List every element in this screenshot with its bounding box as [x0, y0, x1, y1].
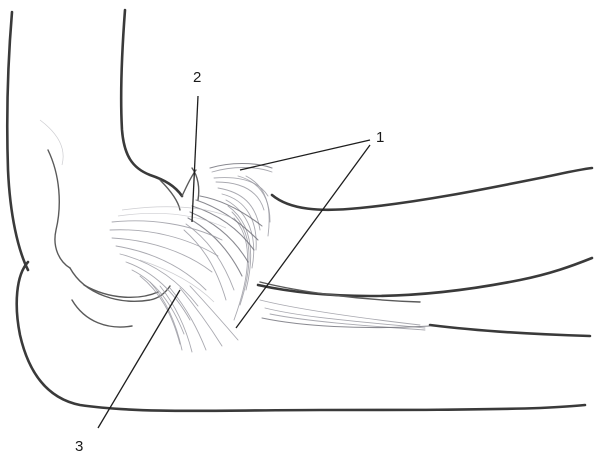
label-3: 3 — [75, 438, 83, 455]
label-1: 1 — [376, 129, 384, 146]
epicondyle-contour — [40, 120, 199, 268]
leader-line-2 — [192, 96, 198, 222]
forearm-radius-outline — [258, 168, 592, 302]
leader-line-1a — [240, 140, 370, 170]
upper-arm-outline — [7, 10, 196, 270]
leader-line-3 — [98, 290, 180, 428]
collateral-ligament-fan — [110, 164, 272, 353]
label-2: 2 — [193, 69, 201, 86]
annular-ligament-shading — [260, 300, 430, 330]
